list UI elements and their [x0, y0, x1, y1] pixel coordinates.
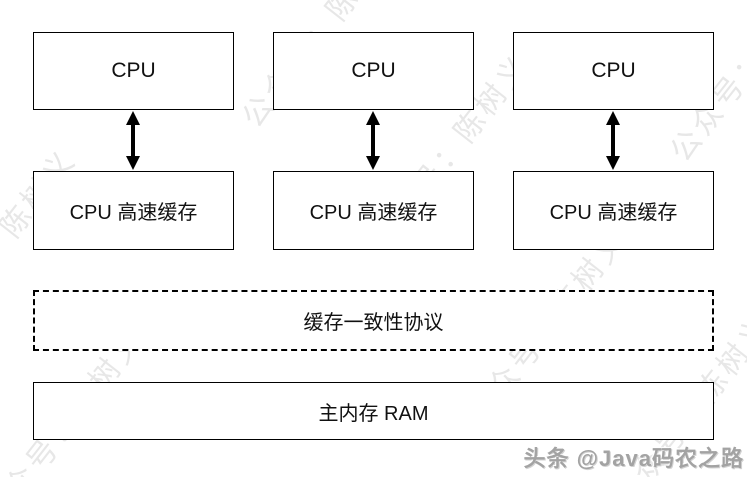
cpu-cache-box-label: CPU 高速缓存	[309, 202, 438, 224]
cpu-cache-box-3: CPU 高速缓存	[513, 171, 714, 250]
cpu-box-3: CPU	[513, 32, 714, 110]
author-stamp: 头条 @Java码农之路	[523, 446, 744, 471]
cpu-box-label: CPU	[591, 59, 636, 82]
cache-coherence-protocol-label: 缓存一致性协议	[303, 312, 444, 334]
cpu-box-label: CPU	[351, 59, 396, 82]
main-memory-box: 主内存 RAM	[33, 382, 714, 440]
cache-coherence-protocol-box: 缓存一致性协议	[33, 290, 714, 351]
cpu-box-label: CPU	[111, 59, 156, 82]
cpu-cache-box-1: CPU 高速缓存	[33, 171, 234, 250]
main-memory-label: 主内存 RAM	[318, 402, 429, 425]
bidirectional-arrow-2	[366, 111, 380, 170]
cpu-box-1: CPU	[33, 32, 234, 110]
bidirectional-arrow-3	[606, 111, 620, 170]
bidirectional-arrow-1	[126, 111, 140, 170]
cpu-cache-box-label: CPU 高速缓存	[69, 202, 198, 224]
cpu-box-2: CPU	[273, 32, 474, 110]
cpu-cache-box-2: CPU 高速缓存	[273, 171, 474, 250]
cpu-cache-box-label: CPU 高速缓存	[549, 202, 678, 224]
